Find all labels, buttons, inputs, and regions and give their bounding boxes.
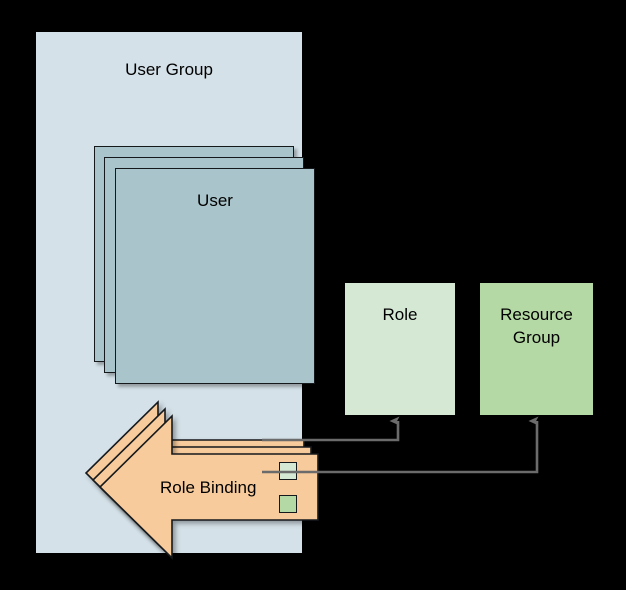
user-card-stack: User bbox=[94, 146, 316, 384]
user-group-label: User Group bbox=[125, 60, 213, 79]
role-binding-port-role[interactable] bbox=[279, 462, 297, 480]
role-binding-arrow-front[interactable]: Role Binding bbox=[98, 414, 320, 560]
user-card-label: User bbox=[197, 191, 233, 210]
resource-group-box[interactable]: Resource Group bbox=[480, 283, 593, 415]
user-group-container[interactable]: User Group User bbox=[36, 32, 319, 560]
role-binding-stack: Role Binding bbox=[84, 400, 319, 560]
role-binding-label: Role Binding bbox=[160, 478, 257, 497]
resource-group-box-label: Resource Group bbox=[500, 305, 573, 347]
role-binding-port-resource-group[interactable] bbox=[279, 495, 297, 513]
user-card-front[interactable]: User bbox=[115, 168, 315, 384]
role-box-label: Role bbox=[382, 305, 418, 324]
role-box[interactable]: Role bbox=[345, 283, 455, 415]
